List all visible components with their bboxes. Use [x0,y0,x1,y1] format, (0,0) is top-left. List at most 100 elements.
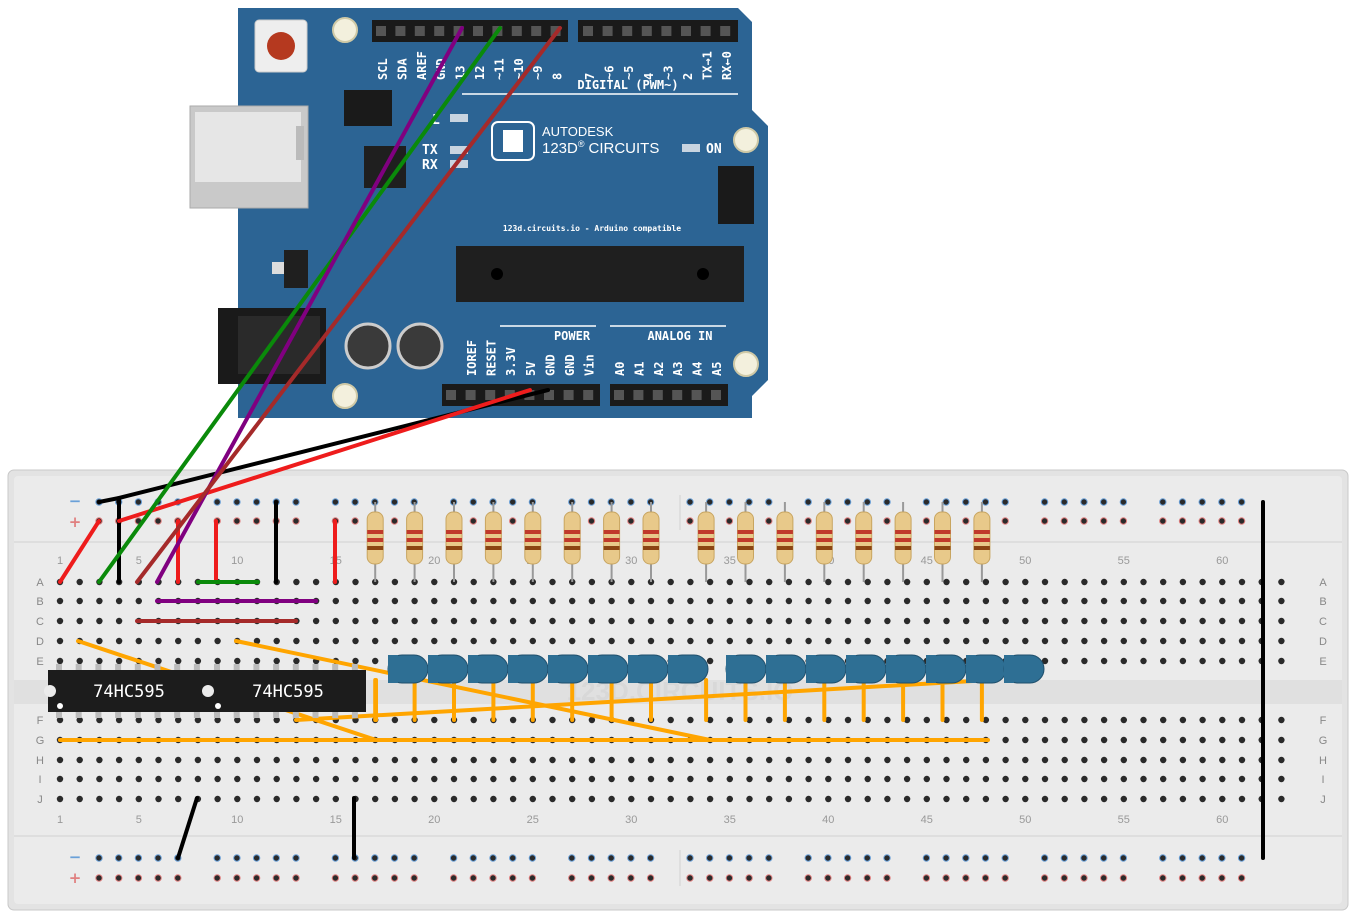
rail-hole[interactable] [469,517,477,525]
rail-hole[interactable] [824,498,832,506]
breadboard-hole[interactable] [1278,578,1285,586]
breadboard-hole[interactable] [687,637,694,645]
breadboard-hole[interactable] [844,716,852,724]
breadboard-hole[interactable] [1120,657,1128,665]
breadboard-hole[interactable] [805,617,812,625]
breadboard-hole[interactable] [746,716,753,724]
breadboard-hole[interactable] [1061,657,1068,665]
breadboard-hole[interactable] [1199,775,1206,783]
breadboard-hole[interactable] [1002,597,1009,605]
breadboard-hole[interactable] [253,637,261,645]
breadboard-hole[interactable] [1022,617,1029,625]
breadboard-hole[interactable] [549,775,556,783]
breadboard-hole[interactable] [608,597,615,605]
breadboard-hole[interactable] [1002,736,1009,744]
rail-hole[interactable] [804,517,812,525]
breadboard-hole[interactable] [1022,716,1029,724]
breadboard-hole[interactable] [56,617,64,625]
breadboard-hole[interactable] [175,637,182,645]
rail-hole[interactable] [390,854,399,862]
breadboard-hole[interactable] [1061,637,1068,645]
rail-hole[interactable] [489,874,497,882]
rail-hole[interactable] [765,854,773,862]
rail-hole[interactable] [1198,874,1206,882]
breadboard-hole[interactable] [293,775,300,783]
breadboard-hole[interactable] [450,775,458,783]
breadboard-hole[interactable] [588,775,596,783]
rail-hole[interactable] [1040,517,1049,525]
breadboard-hole[interactable] [1140,657,1147,665]
breadboard-hole[interactable] [273,756,280,764]
breadboard-hole[interactable] [943,637,950,645]
breadboard-hole[interactable] [628,795,635,803]
breadboard-hole[interactable] [332,795,339,803]
breadboard-hole[interactable] [1120,578,1128,586]
rail-hole[interactable] [587,854,596,862]
breadboard-hole[interactable] [293,578,300,586]
wire-brown-pin8[interactable] [135,26,562,584]
breadboard-hole[interactable] [312,795,320,803]
breadboard-hole[interactable] [56,775,64,783]
breadboard-hole[interactable] [1278,736,1285,744]
breadboard-hole[interactable] [766,775,773,783]
rail-hole[interactable] [1218,517,1226,525]
breadboard-hole[interactable] [470,716,477,724]
breadboard-hole[interactable] [825,775,832,783]
breadboard-hole[interactable] [1199,736,1206,744]
rail-hole[interactable] [804,874,812,882]
rail-hole[interactable] [587,517,596,525]
breadboard-hole[interactable] [766,637,773,645]
breadboard-hole[interactable] [903,795,911,803]
breadboard-hole[interactable] [1179,657,1187,665]
rail-hole[interactable] [134,498,143,506]
breadboard-hole[interactable] [805,775,812,783]
breadboard-hole[interactable] [903,756,911,764]
led[interactable] [427,654,469,684]
breadboard-hole[interactable] [1120,597,1128,605]
rail-hole[interactable] [1080,854,1088,862]
rail-hole[interactable] [942,498,950,506]
led[interactable] [925,654,967,684]
breadboard-hole[interactable] [982,597,990,605]
breadboard-hole[interactable] [1041,617,1049,625]
breadboard-hole[interactable] [805,637,812,645]
rail-hole[interactable] [489,854,497,862]
resistor[interactable] [894,502,912,582]
breadboard-hole[interactable] [1100,795,1108,803]
breadboard-hole[interactable] [431,617,438,625]
rail-hole[interactable] [410,854,418,862]
breadboard-hole[interactable] [1061,597,1068,605]
rail-hole[interactable] [843,854,852,862]
breadboard-hole[interactable] [864,637,871,645]
rail-hole[interactable] [134,854,143,862]
breadboard-hole[interactable] [1238,657,1246,665]
breadboard-hole[interactable] [1081,736,1088,744]
led[interactable] [1003,654,1045,684]
resistor[interactable] [484,502,502,582]
rail-hole[interactable] [627,874,635,882]
breadboard-hole[interactable] [963,637,970,645]
breadboard-hole[interactable] [943,716,950,724]
breadboard-hole[interactable] [569,637,576,645]
breadboard-hole[interactable] [1022,795,1029,803]
breadboard-hole[interactable] [293,756,300,764]
breadboard-hole[interactable] [115,597,123,605]
shift-register-chip[interactable]: 74HC595 [44,664,206,718]
rail-hole[interactable] [115,854,123,862]
breadboard-hole[interactable] [1100,597,1108,605]
breadboard-hole[interactable] [194,756,202,764]
breadboard-hole[interactable] [864,578,871,586]
breadboard-hole[interactable] [963,716,970,724]
rail-hole[interactable] [1060,854,1069,862]
breadboard-hole[interactable] [943,775,950,783]
rail-hole[interactable] [607,854,615,862]
breadboard-hole[interactable] [1238,795,1246,803]
rail-hole[interactable] [725,854,734,862]
breadboard-hole[interactable] [1199,617,1206,625]
breadboard-hole[interactable] [805,716,812,724]
rail-hole[interactable] [1178,498,1187,506]
breadboard-hole[interactable] [746,775,753,783]
breadboard-hole[interactable] [431,775,438,783]
breadboard-hole[interactable] [923,578,930,586]
breadboard-hole[interactable] [529,775,536,783]
